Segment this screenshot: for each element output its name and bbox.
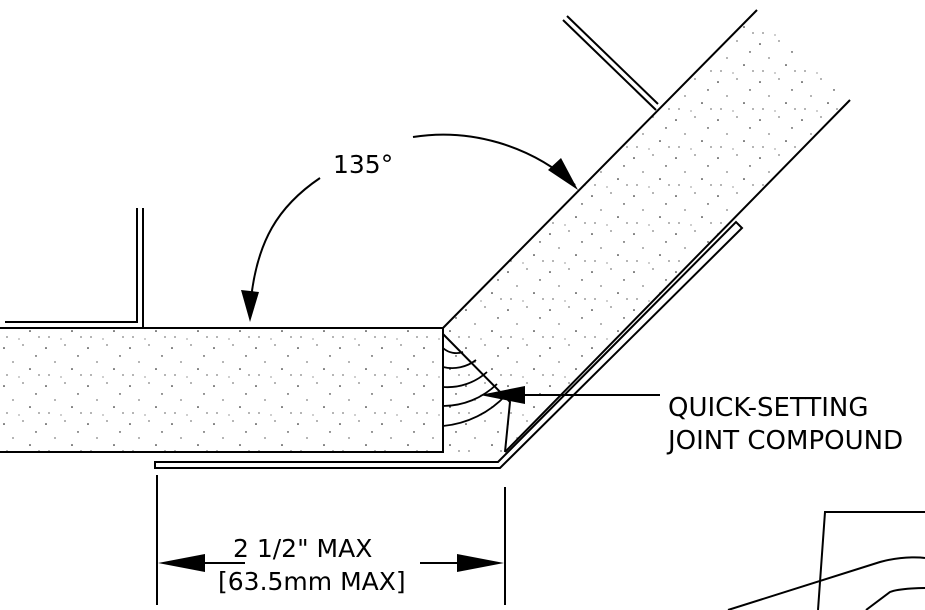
horizontal-board — [0, 328, 443, 452]
joint-compound-outline — [442, 333, 512, 453]
angle-arrow-right — [548, 158, 578, 190]
angle-arc-right — [412, 133, 576, 186]
corner-bead — [154, 220, 744, 469]
dimension-label-metric: [63.5mm MAX] — [218, 567, 406, 596]
left-wall-outer — [5, 208, 138, 323]
dimension-label-imperial: 2 1/2" MAX — [233, 534, 373, 563]
left-wall-inner — [5, 208, 144, 329]
callout-label-line2: JOINT COMPOUND — [668, 426, 904, 456]
callout-arrow — [480, 386, 525, 404]
joint-compound-arcs — [442, 347, 507, 427]
upper-wall-outer — [562, 19, 657, 111]
upper-wall-inner — [566, 15, 659, 105]
angle-arrow-left — [241, 290, 259, 322]
dim-arrow-left — [158, 554, 205, 572]
partial-section — [727, 511, 925, 610]
angle-label: 135° — [333, 150, 394, 179]
angled-board-top-edge — [442, 9, 758, 329]
angled-board — [443, 10, 850, 452]
callout-label-line1: QUICK-SETTING — [668, 393, 869, 423]
angled-board-bottom-edge — [504, 99, 851, 453]
angle-arc-left — [249, 177, 321, 311]
dim-arrow-right — [457, 554, 504, 572]
